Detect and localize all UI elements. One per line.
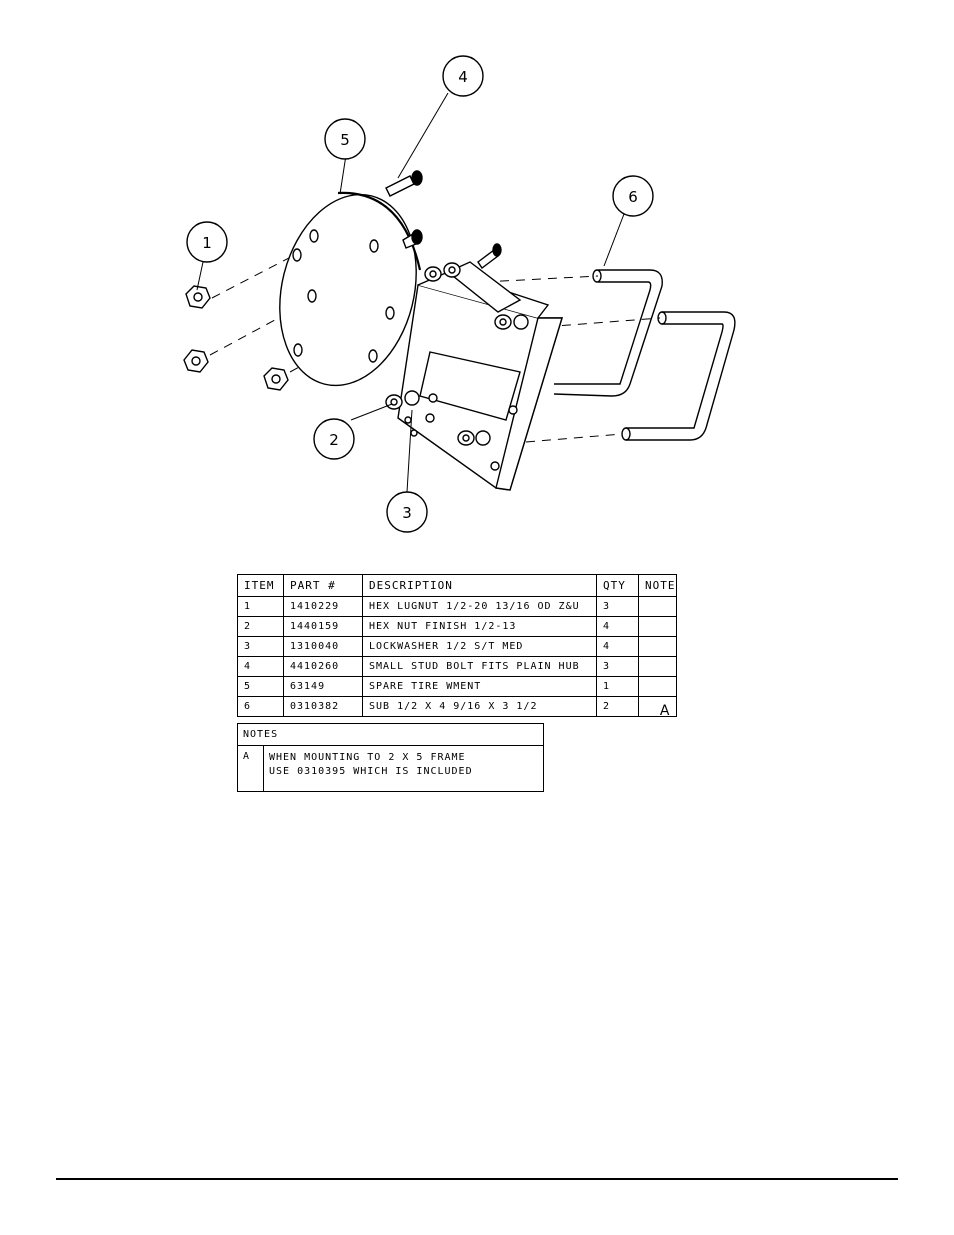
cell-qty: 2 — [596, 696, 639, 717]
cell-description: SUB 1/2 X 4 9/16 X 3 1/2 — [362, 696, 597, 717]
balloon-4: 4 — [442, 55, 484, 97]
balloon-3: 3 — [386, 491, 428, 533]
exploded-assembly-drawing: 1 2 3 4 5 6 — [183, 55, 736, 533]
notes-line-2: USE 0310395 WHICH IS INCLUDED — [269, 766, 473, 777]
notes-letter: A — [238, 746, 264, 791]
cell-item: 4 — [237, 656, 284, 677]
notes-title: NOTES — [238, 724, 543, 746]
notes-row: A WHEN MOUNTING TO 2 X 5 FRAME USE 03103… — [238, 746, 543, 791]
cell-description: SMALL STUD BOLT FITS PLAIN HUB — [362, 656, 597, 677]
table-row: 1 1410229 HEX LUGNUT 1/2-20 13/16 OD Z&U… — [237, 596, 677, 617]
cell-qty: 1 — [596, 676, 639, 697]
balloon-2: 2 — [313, 418, 355, 460]
footer-rule — [56, 1178, 898, 1180]
cell-part: 1440159 — [283, 616, 363, 637]
balloon-4-label: 4 — [458, 68, 468, 86]
parts-table-header: ITEM PART # DESCRIPTION QTY NOTE — [237, 574, 677, 597]
stud-bolts — [385, 170, 502, 270]
cell-note: A — [638, 696, 677, 719]
cell-description: HEX NUT FINISH 1/2-13 — [362, 616, 597, 637]
cell-qty: 3 — [596, 656, 639, 677]
table-row: 4 4410260 SMALL STUD BOLT FITS PLAIN HUB… — [237, 656, 677, 677]
mounting-bracket — [397, 261, 563, 491]
cell-description: SPARE TIRE WMENT — [362, 676, 597, 697]
note-flag-a: A — [659, 703, 670, 719]
bracket-nuts — [385, 262, 529, 446]
cell-part: 1310040 — [283, 636, 363, 657]
cell-item: 6 — [237, 696, 284, 717]
cell-note — [638, 596, 677, 617]
leader-lines — [196, 92, 625, 493]
cell-qty: 4 — [596, 636, 639, 657]
cell-description: HEX LUGNUT 1/2-20 13/16 OD Z&U — [362, 596, 597, 617]
parts-table: ITEM PART # DESCRIPTION QTY NOTE 1 14102… — [237, 574, 677, 719]
balloon-1: 1 — [186, 221, 228, 263]
notes-text: WHEN MOUNTING TO 2 X 5 FRAME USE 0310395… — [269, 751, 473, 779]
balloon-6-label: 6 — [628, 188, 638, 206]
table-row: 2 1440159 HEX NUT FINISH 1/2-13 4 — [237, 616, 677, 637]
cell-note — [638, 616, 677, 637]
header-note: NOTE — [638, 574, 677, 597]
balloon-5: 5 — [324, 118, 366, 160]
balloon-6: 6 — [612, 175, 654, 217]
cell-note — [638, 676, 677, 697]
balloon-1-label: 1 — [202, 234, 212, 252]
cell-part: 63149 — [283, 676, 363, 697]
cell-item: 2 — [237, 616, 284, 637]
table-row: 3 1310040 LOCKWASHER 1/2 S/T MED 4 — [237, 636, 677, 657]
u-bolts — [553, 269, 736, 441]
notes-line-1: WHEN MOUNTING TO 2 X 5 FRAME — [269, 752, 466, 763]
balloon-2-label: 2 — [329, 431, 339, 449]
table-row: 5 63149 SPARE TIRE WMENT 1 — [237, 676, 677, 697]
wheel-mount-plate — [279, 191, 422, 387]
cell-qty: 4 — [596, 616, 639, 637]
header-part: PART # — [283, 574, 363, 597]
header-item: ITEM — [237, 574, 284, 597]
header-qty: QTY — [596, 574, 639, 597]
cell-note — [638, 636, 677, 657]
cell-part: 0310382 — [283, 696, 363, 717]
cell-description: LOCKWASHER 1/2 S/T MED — [362, 636, 597, 657]
cell-item: 3 — [237, 636, 284, 657]
notes-box: NOTES A WHEN MOUNTING TO 2 X 5 FRAME USE… — [237, 723, 544, 792]
cell-item: 1 — [237, 596, 284, 617]
cell-part: 4410260 — [283, 656, 363, 677]
hex-lugnuts — [183, 285, 289, 391]
balloon-3-label: 3 — [402, 504, 412, 522]
balloon-5-label: 5 — [340, 131, 350, 149]
cell-note — [638, 656, 677, 677]
table-row: 6 0310382 SUB 1/2 X 4 9/16 X 3 1/2 2 A — [237, 696, 677, 719]
cell-part: 1410229 — [283, 596, 363, 617]
header-description: DESCRIPTION — [362, 574, 597, 597]
cell-item: 5 — [237, 676, 284, 697]
cell-qty: 3 — [596, 596, 639, 617]
